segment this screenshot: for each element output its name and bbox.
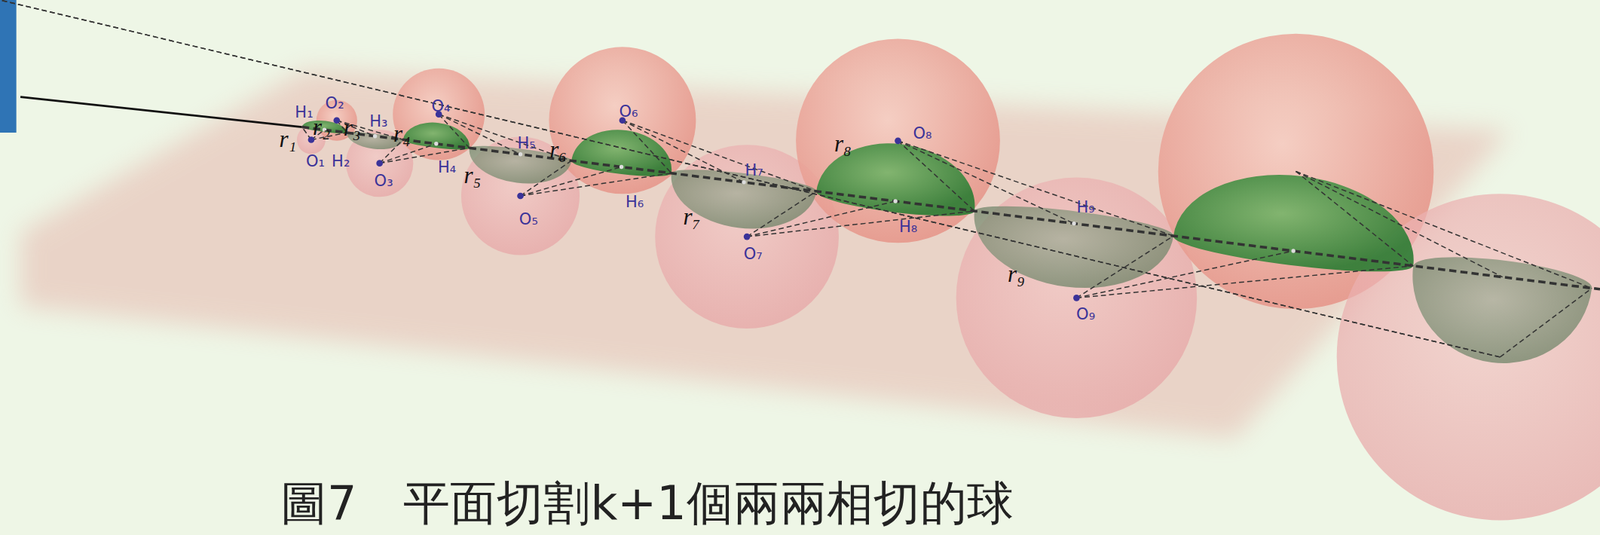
radius-line — [520, 160, 573, 196]
radius-line — [1076, 250, 1294, 298]
figure-caption: 圖7 平面切割k+1個兩兩相切的球 — [280, 477, 1014, 530]
center-dot — [517, 192, 524, 200]
radius-line — [438, 114, 470, 149]
radius-label: r₁ — [278, 127, 297, 151]
point-label: O₄ — [431, 97, 450, 114]
tangent-line-dashed — [302, 127, 1600, 290]
radius-label: r₉ — [1007, 261, 1025, 285]
center-dot — [894, 137, 902, 145]
radius-line — [746, 201, 896, 237]
point-label: H₃ — [369, 113, 388, 130]
foot-dot — [518, 152, 523, 157]
radius-label: r₃ — [343, 116, 361, 140]
foot-dot — [1291, 248, 1295, 253]
sphere — [956, 177, 1198, 420]
radius-line — [520, 173, 672, 196]
center-dot — [1073, 294, 1080, 302]
radius-line — [520, 167, 622, 196]
section-cap — [974, 206, 1175, 288]
radius-line — [379, 143, 437, 164]
point-label: O₁ — [305, 152, 325, 169]
radius-line — [622, 120, 672, 174]
radius-label: r₄ — [393, 122, 411, 146]
radius-line — [1499, 287, 1592, 357]
section-cap — [1412, 256, 1592, 364]
tangent-line — [20, 97, 303, 128]
radius-label: r₆ — [549, 137, 567, 161]
foot-dot — [741, 180, 746, 184]
radius-label: r₇ — [683, 204, 701, 229]
section-cap — [671, 169, 817, 229]
point-label: H₆ — [625, 194, 644, 211]
radius-line — [1296, 171, 1414, 266]
section-cap — [571, 129, 672, 177]
center-dot — [376, 159, 383, 167]
foot-dot — [893, 198, 897, 203]
point-label: H₅ — [517, 134, 536, 151]
point-label: O₅ — [519, 211, 539, 228]
foot-dot — [1071, 221, 1076, 226]
radius-line — [897, 140, 1174, 236]
radius-line — [0, 0, 1500, 358]
foot-dot — [373, 134, 377, 138]
point-label: H₂ — [331, 152, 350, 169]
radius-line — [897, 140, 1074, 224]
point-label: O₂ — [325, 94, 345, 111]
point-label: O₉ — [1076, 306, 1096, 323]
radius-line — [1076, 266, 1414, 298]
side-bar — [0, 0, 17, 133]
radius-line — [1296, 171, 1593, 288]
foot-dot — [619, 165, 624, 169]
radius-line — [1296, 171, 1503, 277]
point-label: H₈ — [899, 218, 918, 235]
point-label: H₉ — [1076, 198, 1095, 215]
section-cap — [1173, 174, 1414, 272]
sphere — [795, 38, 1001, 243]
point-label: O₆ — [619, 103, 639, 120]
radius-line — [622, 120, 817, 192]
sphere — [461, 136, 580, 255]
foot-dot — [434, 141, 438, 146]
center-dot — [743, 233, 751, 241]
radius-line — [438, 114, 521, 155]
radius-line — [438, 114, 572, 162]
radius-label: r₈ — [834, 131, 852, 155]
radius-label: r₂ — [312, 114, 331, 138]
radius-line — [1076, 235, 1174, 298]
center-dot — [333, 116, 340, 124]
radius-line — [0, 0, 1500, 358]
point-label: O₃ — [374, 172, 394, 189]
point-label: O₈ — [912, 125, 932, 142]
sphere — [392, 68, 485, 161]
point-label: O₇ — [743, 246, 763, 263]
radius-line — [897, 140, 975, 212]
point-label: H₄ — [437, 159, 456, 176]
point-label: H₇ — [744, 162, 763, 179]
point-label: H₁ — [294, 104, 313, 120]
radius-label: r₅ — [463, 162, 481, 187]
